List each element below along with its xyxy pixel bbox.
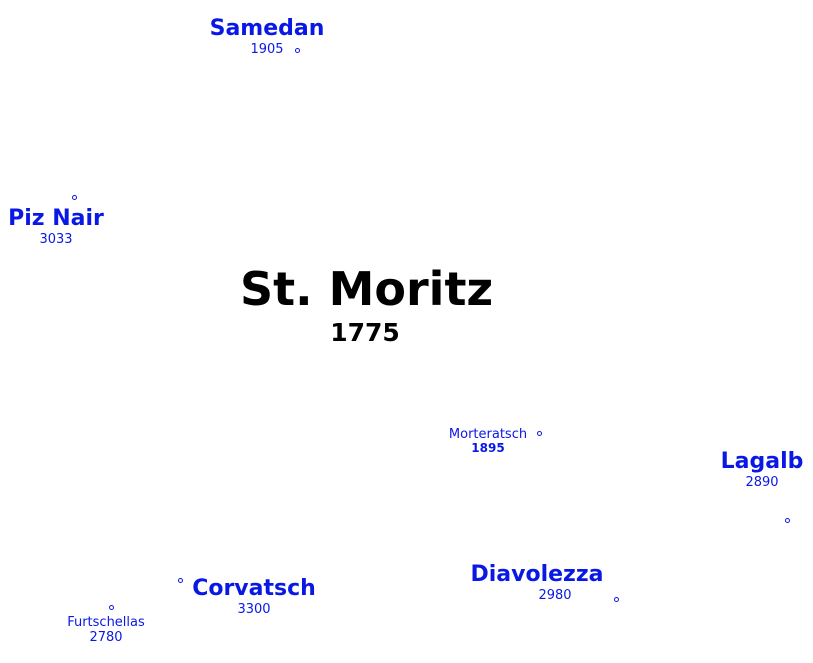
corvatsch-elevation: 3300 xyxy=(237,602,271,617)
piz-nair-label: Piz Nair 3033 xyxy=(0,206,112,247)
morteratsch-marker xyxy=(537,431,542,436)
diavolezza-name: Diavolezza xyxy=(470,562,604,587)
lagalb-name: Lagalb xyxy=(720,449,804,474)
corvatsch-marker xyxy=(178,578,183,583)
lagalb-elevation: 2890 xyxy=(745,475,779,490)
piz-nair-marker xyxy=(72,195,77,200)
morteratsch-name: Morteratsch xyxy=(448,427,528,442)
samedan-marker xyxy=(295,48,300,53)
morteratsch-elevation: 1895 xyxy=(471,441,505,455)
furtschellas-marker xyxy=(109,605,114,610)
st-moritz-label: St. Moritz 1775 xyxy=(240,262,494,347)
lagalb-label: Lagalb 2890 xyxy=(712,449,812,490)
samedan-elevation: 1905 xyxy=(250,42,284,57)
st-moritz-elevation: 1775 xyxy=(330,318,400,347)
lagalb-marker xyxy=(785,518,790,523)
corvatsch-label: Corvatsch 3300 xyxy=(184,576,324,617)
samedan-label: Samedan 1905 xyxy=(197,16,337,57)
samedan-name: Samedan xyxy=(209,16,325,41)
st-moritz-name: St. Moritz xyxy=(240,262,494,316)
morteratsch-label: Morteratsch 1895 xyxy=(436,428,540,454)
piz-nair-elevation: 3033 xyxy=(39,232,73,247)
corvatsch-name: Corvatsch xyxy=(192,576,316,601)
diavolezza-elevation: 2980 xyxy=(538,588,572,603)
diavolezza-label: Diavolezza 2980 xyxy=(462,562,612,603)
diavolezza-marker xyxy=(614,597,619,602)
furtschellas-label: Furtschellas 2780 xyxy=(50,616,162,644)
furtschellas-name: Furtschellas xyxy=(67,615,145,630)
furtschellas-elevation: 2780 xyxy=(89,630,123,645)
piz-nair-name: Piz Nair xyxy=(8,206,104,231)
